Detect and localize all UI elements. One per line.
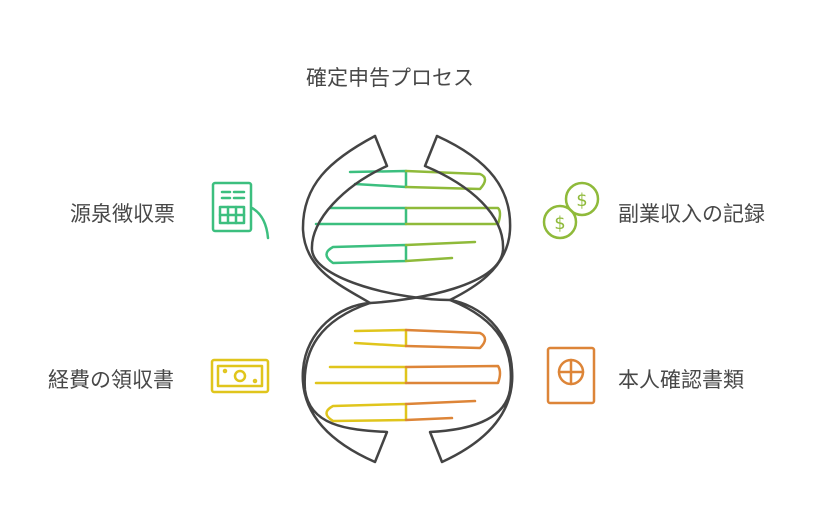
svg-text:$: $ bbox=[554, 213, 565, 234]
money-bill-icon bbox=[210, 358, 270, 394]
diagram-title: 確定申告プロセス bbox=[306, 66, 474, 90]
safe-icon bbox=[546, 346, 596, 405]
coins-icon: $ $ bbox=[542, 181, 600, 240]
receipt-icon bbox=[211, 181, 270, 240]
svg-text:$: $ bbox=[576, 190, 587, 211]
label-withholding-slip: 源泉徴収票 bbox=[70, 202, 175, 226]
helix-strands bbox=[301, 134, 514, 464]
label-side-income: 副業収入の記録 bbox=[618, 202, 765, 226]
rungs-top bbox=[314, 169, 502, 265]
label-expense-receipts: 経費の領収書 bbox=[48, 368, 174, 392]
label-identity-docs: 本人確認書類 bbox=[618, 368, 744, 392]
rungs-bottom bbox=[314, 328, 502, 423]
